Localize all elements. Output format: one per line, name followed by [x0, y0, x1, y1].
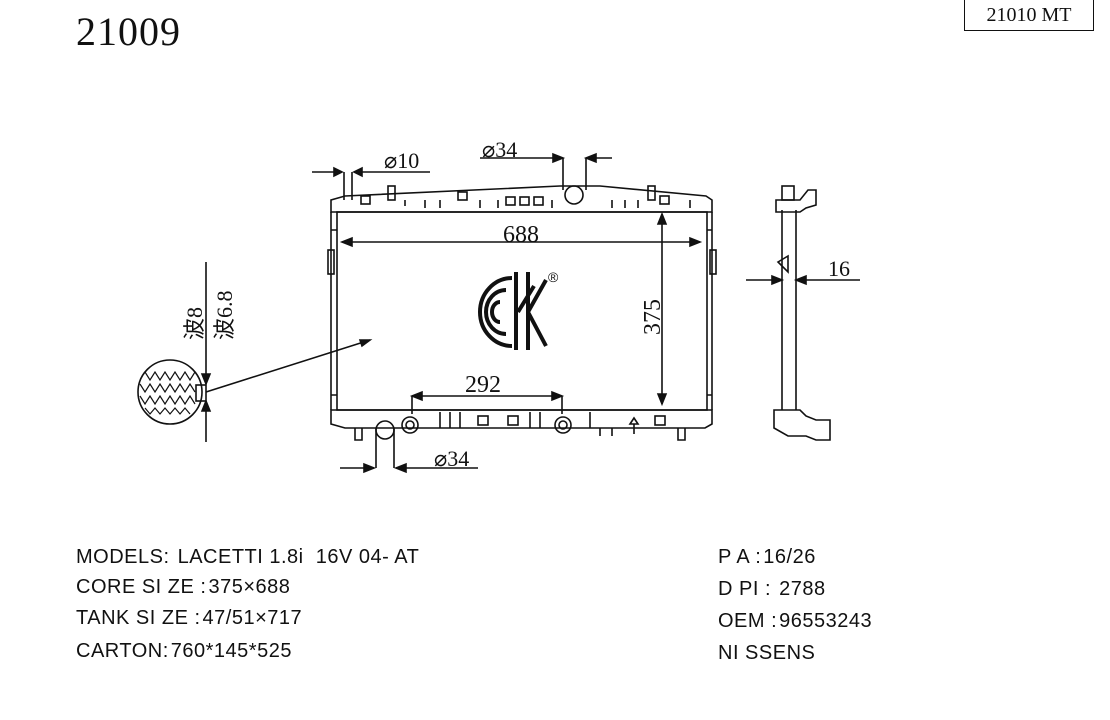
fin-detail — [137, 359, 203, 425]
side-view — [781, 210, 797, 410]
top-tank — [330, 185, 713, 213]
thickness-dimension: 16 — [828, 256, 850, 281]
spacing-dim-line — [411, 395, 563, 414]
spec-tank-size: TANK SI ZE :47/51×717 — [76, 607, 303, 629]
radiator-drawing: ® 688 375 292 ⌀10 ⌀34 ⌀34 16 波8 波6.8 — [137, 137, 860, 474]
alt-part-box: 21010 MT — [964, 0, 1094, 31]
fin-wave-pattern — [139, 370, 196, 415]
large-pipe-diameter: ⌀34 — [482, 137, 517, 162]
spacing-dimension: 292 — [465, 372, 501, 398]
small-pipe-diameter: ⌀10 — [384, 148, 419, 173]
height-dimension: 375 — [640, 299, 666, 335]
fin-label-6-8: 波6.8 — [212, 290, 237, 340]
part-number: 21009 — [76, 9, 181, 54]
left-side-bracket — [330, 212, 337, 410]
spec-dpi: D PI : 2788 — [718, 578, 826, 600]
spec-models: MODELS: LACETTI 1.8i 16V 04- AT — [76, 546, 420, 568]
spec-pa: P A :16/26 — [718, 546, 816, 568]
spec-core-size: CORE SI ZE :375×688 — [76, 576, 291, 598]
spec-oem: OEM :96553243 — [718, 610, 873, 632]
bottom-pipe — [375, 428, 395, 468]
right-side-bracket — [707, 212, 713, 410]
ck-logo — [478, 272, 548, 350]
large-top-pipe — [562, 158, 587, 190]
width-dimension: 688 — [503, 222, 539, 248]
fin-label-8: 波8 — [182, 307, 207, 340]
spec-carton: CARTON:760*145*525 — [76, 640, 292, 662]
spec-nissens: NI SSENS — [718, 642, 816, 664]
logo-registered-mark: ® — [548, 269, 559, 285]
bottom-pipe-diameter: ⌀34 — [434, 446, 469, 471]
small-top-pipe — [343, 172, 353, 200]
